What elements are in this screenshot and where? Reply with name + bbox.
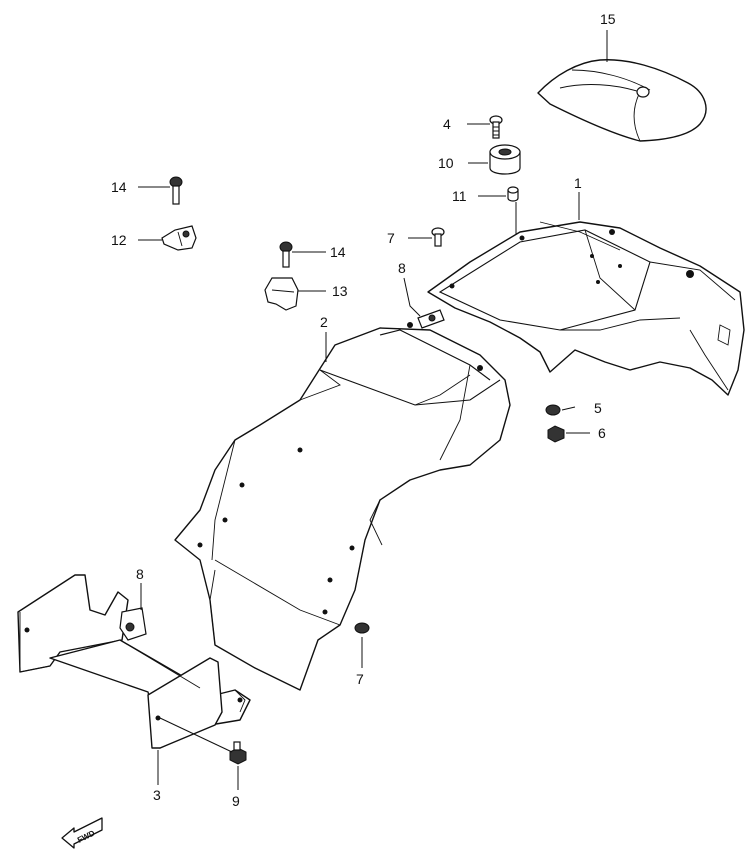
callout-11: 11 [452, 188, 467, 204]
part-11-collar [507, 186, 519, 202]
part-7-screw-lower [354, 622, 370, 634]
callout-14-mid: 14 [330, 244, 346, 260]
part-6-nut [547, 425, 565, 443]
callout-4: 4 [443, 116, 451, 132]
callout-10: 10 [438, 155, 454, 171]
part-14-screw-left [169, 176, 183, 205]
part-9-screw [229, 741, 247, 765]
callout-15: 15 [600, 11, 616, 27]
callout-8-lower: 8 [136, 566, 144, 582]
part-10-grommet [489, 144, 521, 175]
callout-8-upper: 8 [398, 260, 406, 276]
callout-7-upper: 7 [387, 230, 395, 246]
part-3-bracket [17, 574, 251, 749]
callout-14-left: 14 [111, 179, 127, 195]
fwd-arrow-icon: FWD [61, 817, 103, 849]
callout-12: 12 [111, 232, 127, 248]
callout-2: 2 [320, 314, 328, 330]
callout-7-lower: 7 [356, 671, 364, 687]
part-12-clamp [161, 225, 197, 251]
part-7-screw-upper [431, 227, 445, 247]
part-2-inner-fender [174, 322, 511, 691]
part-14-screw-mid [279, 241, 293, 268]
part-8-clip-upper [417, 309, 445, 329]
callout-6: 6 [598, 425, 606, 441]
callout-labels: 15 1 2 3 4 10 11 5 6 7 7 8 8 9 12 14 14 … [111, 11, 616, 809]
callout-3: 3 [153, 787, 161, 803]
part-5-washer [545, 404, 561, 416]
callout-13: 13 [332, 283, 348, 299]
leader-lines [138, 30, 608, 790]
part-8-clip-lower [119, 607, 147, 641]
callout-5: 5 [594, 400, 602, 416]
part-13-clamp [264, 277, 299, 311]
callout-1: 1 [574, 175, 582, 191]
part-15-bag [537, 59, 707, 142]
part-1-rear-fender [427, 221, 745, 396]
callout-9: 9 [232, 793, 240, 809]
part-4-screw [489, 115, 503, 139]
